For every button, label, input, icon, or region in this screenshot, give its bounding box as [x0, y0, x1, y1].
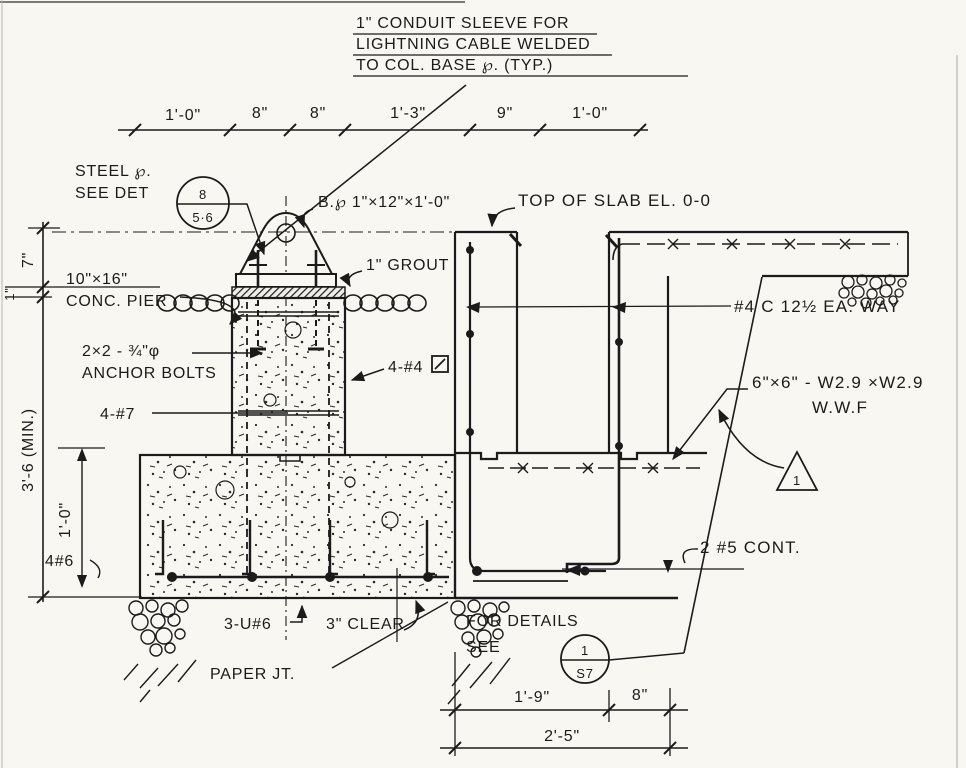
dim-inner-1ft: 1'-0"	[57, 502, 74, 538]
pier-callout: 10"×16" CONC. PIER	[66, 271, 243, 325]
gusset-plate	[238, 211, 334, 275]
steel-plate-line2: SEE DET	[75, 185, 149, 202]
footing-bars-label: 4#6	[45, 553, 74, 570]
wwf-line2: W.W.F	[812, 398, 868, 417]
gravel-under-slab	[838, 274, 907, 309]
top-of-slab-callout: TOP OF SLAB EL. 0-0	[487, 191, 711, 228]
clear-callout: 3" CLEAR	[326, 568, 426, 642]
paper-joint-callout: PAPER JT.	[210, 601, 449, 683]
revision-number: 1	[793, 473, 801, 488]
steel-plate-line1: STEEL ℘.	[75, 163, 152, 180]
anchor-bolts-line2: ANCHOR BOLTS	[82, 365, 217, 382]
dim-top-4: 1'-3"	[390, 105, 426, 122]
pier-line2: CONC. PIER	[66, 293, 167, 310]
dim-top-2: 8"	[252, 105, 268, 122]
footing-structure	[138, 321, 457, 600]
conduit-note-line3: TO COL. BASE ℘. (TYP.)	[356, 57, 553, 74]
pit-floor-joint	[455, 451, 707, 461]
slab-reinf-label: #4 C 12½ EA. WAY	[734, 297, 901, 316]
anchor-bolts-callout: 2×2 - ¾"φ ANCHOR BOLTS	[82, 343, 264, 382]
wwf-callout: 6"×6" - W2.9 ×W2.9 W.W.F	[672, 373, 924, 461]
ties-label: 4-#4	[388, 359, 423, 376]
wwf-line1: 6"×6" - W2.9 ×W2.9	[752, 373, 924, 392]
earth-slope-leader	[683, 276, 763, 654]
top-dimension-line: 1'-0" 8" 8" 1'-3" 9" 1'-0"	[118, 105, 648, 137]
revision-triangle	[775, 450, 819, 491]
base-plate	[235, 273, 337, 288]
details-line1: FOR DETAILS	[466, 613, 579, 630]
conduit-note: 1" CONDUIT SLEEVE FOR LIGHTNING CABLE WE…	[245, 15, 688, 262]
footing	[138, 453, 457, 600]
left-dimension-line: 7" 1" 3'-6 (MIN.) 1'-0" 4#6	[2, 221, 160, 604]
pit-structure	[453, 230, 909, 654]
grout-label: 1" GROUT	[366, 257, 449, 274]
detail-bubble-bottom-num: 1	[581, 643, 589, 658]
cont-bars-label: 2 #5 CONT.	[700, 538, 801, 557]
conduit-note-line2: LIGHTNING CABLE WELDED	[356, 36, 591, 53]
grade-line-loops	[157, 294, 427, 312]
base-plate-label: B.℘ 1"×12"×1'-0"	[318, 194, 450, 211]
detail-bubble-top	[176, 176, 230, 230]
slab-reinf-callout: #4 C 12½ EA. WAY	[466, 297, 901, 316]
dim-left-1in: 1"	[2, 287, 17, 300]
u-bars-label: 3-U#6	[224, 616, 272, 633]
dim-left-3ft6: 3'-6 (MIN.)	[20, 408, 37, 492]
tie-symbol	[431, 355, 449, 373]
dim-bottom-2ft5: 2'-5"	[544, 728, 580, 745]
pier-structure	[230, 211, 347, 574]
top-of-slab-label: TOP OF SLAB EL. 0-0	[518, 191, 711, 210]
pit-wall-rebar	[466, 238, 623, 582]
dim-bottom-1ft9: 1'-9"	[514, 689, 550, 706]
detail-bubble-top-num: 8	[199, 187, 207, 202]
pier-shaft	[230, 296, 347, 457]
aggregate-blobs	[173, 321, 399, 529]
gravel-center	[447, 599, 511, 705]
footing-keyway	[279, 455, 301, 462]
dim-top-6: 1'-0"	[572, 105, 608, 122]
pier-bars-label: 4-#7	[100, 406, 135, 423]
u-bars-callout: 3-U#6	[224, 604, 308, 633]
footing-rebar	[155, 520, 449, 582]
details-line2: SEE	[466, 639, 500, 656]
dim-top-5: 9"	[497, 105, 513, 122]
steel-plate-callout: STEEL ℘. SEE DET 8 5·6	[75, 163, 266, 256]
paper-joint-label: PAPER JT.	[210, 666, 295, 683]
gusset-hole	[276, 223, 296, 243]
cont-bars-callout: 2 #5 CONT.	[562, 538, 801, 576]
revision-marker: 1	[718, 408, 819, 491]
dim-top-3: 8"	[310, 105, 326, 122]
bottom-dimension-lines: 1'-9" 8" 2'-5"	[440, 652, 688, 756]
gravel-left	[123, 599, 197, 703]
ties-callout: 4-#4	[350, 355, 449, 382]
conduit-note-line1: 1" CONDUIT SLEEVE FOR	[356, 15, 569, 32]
details-callout: FOR DETAILS SEE 1 S7	[466, 613, 685, 684]
detail-bubble-bottom-sheet: S7	[576, 666, 594, 681]
dim-top-1: 1'-0"	[165, 107, 201, 124]
pier-line1: 10"×16"	[66, 271, 128, 288]
base-plate-callout: B.℘ 1"×12"×1'-0"	[294, 194, 450, 229]
detail-bubble-bottom	[560, 634, 610, 684]
pier-rebar	[238, 302, 339, 574]
grout-callout: 1" GROUT	[339, 257, 449, 288]
detail-bubble-top-sheet: 5·6	[192, 210, 213, 225]
grout-bed	[231, 286, 346, 299]
dim-left-7in: 7"	[20, 252, 37, 268]
anchor-bolts-line1: 2×2 - ¾"φ	[82, 343, 160, 360]
clear-label: 3" CLEAR	[326, 616, 405, 633]
pier-bars-callout: 4-#7	[100, 406, 288, 423]
dim-bottom-8in: 8"	[632, 687, 648, 704]
